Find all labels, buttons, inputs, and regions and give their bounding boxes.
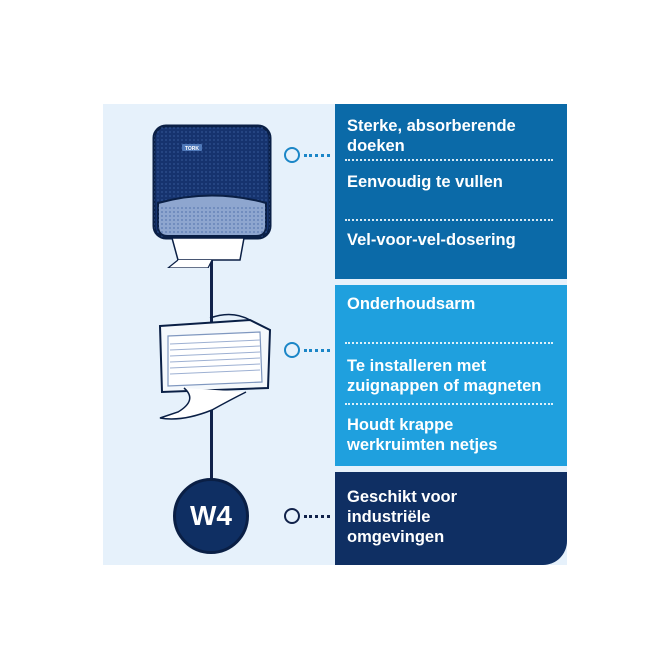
- dispenser-clear-illustration: [158, 313, 272, 420]
- brand-logo: TORK: [185, 146, 199, 152]
- feature-item: Te installeren met zuignappen of magnete…: [347, 357, 542, 395]
- connector-ring-icon: [284, 508, 300, 524]
- divider: [345, 342, 553, 344]
- feature-item: Geschikt voor industriële omgevingen: [347, 488, 458, 546]
- connector-middle: [284, 342, 330, 358]
- connector-ring-icon: [284, 342, 300, 358]
- feature-item: Houdt krappe werkruimten netjes: [347, 416, 498, 454]
- feature-panel-middle: Onderhoudsarm Te installeren met zuignap…: [335, 285, 567, 466]
- divider: [345, 219, 553, 221]
- connector-ring-icon: [284, 147, 300, 163]
- dispenser-dark-illustration: TORK: [152, 124, 272, 268]
- feature-panel-top: Sterke, absorberende doeken Eenvoudig te…: [335, 104, 567, 279]
- feature-item: Eenvoudig te vullen: [347, 173, 503, 191]
- w4-badge: W4: [173, 478, 249, 554]
- divider: [345, 403, 553, 405]
- feature-panel-bottom: Geschikt voor industriële omgevingen: [335, 472, 567, 565]
- feature-item: Sterke, absorberende doeken: [347, 117, 516, 155]
- connector-bottom: [284, 508, 330, 524]
- connector-top: [284, 147, 330, 163]
- feature-item: Vel-voor-vel-dosering: [347, 231, 516, 249]
- feature-item: Onderhoudsarm: [347, 295, 476, 313]
- divider: [345, 159, 553, 161]
